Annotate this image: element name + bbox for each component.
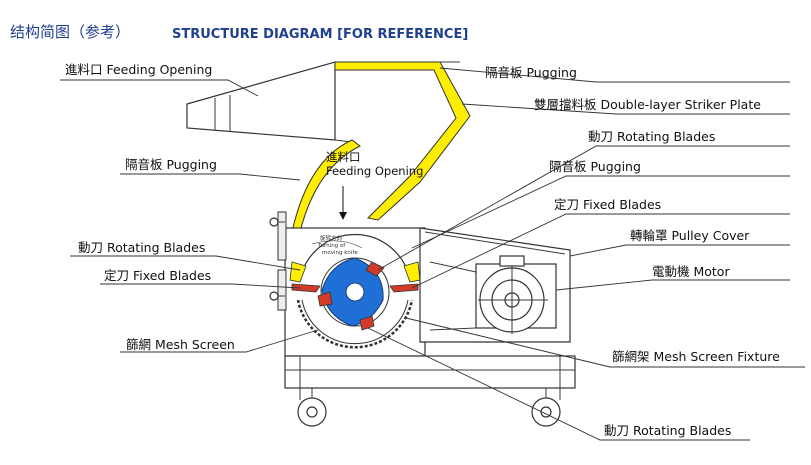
label-fixed-blades-right: 定刀 Fixed Blades bbox=[554, 197, 661, 212]
label-mesh-screen: 篩網 Mesh Screen bbox=[126, 337, 235, 352]
title-chinese: 结构简图（参考） bbox=[10, 23, 130, 41]
rotating-blade-3 bbox=[359, 315, 375, 331]
rotation-note-en2: moving knife bbox=[322, 250, 358, 256]
rotating-blade-2 bbox=[317, 291, 333, 307]
mesh-screen-arc bbox=[296, 299, 414, 349]
fixed-blade-left bbox=[291, 283, 321, 293]
label-mesh-screen-fixture: 篩網架 Mesh Screen Fixture bbox=[612, 349, 780, 364]
label-fixed-blades-left: 定刀 Fixed Blades bbox=[104, 268, 211, 283]
label-rotating-blades-right: 動刀 Rotating Blades bbox=[588, 129, 715, 144]
label-rotating-blades-bottom: 動刀 Rotating Blades bbox=[604, 423, 731, 438]
rotation-note-cn: 旋转方向 bbox=[320, 234, 342, 242]
label-pugging-top-right: 隔音板 Pugging bbox=[485, 65, 577, 80]
leader-lines bbox=[60, 67, 805, 441]
motor-drawing bbox=[429, 255, 557, 334]
label-pugging-left: 隔音板 Pugging bbox=[125, 157, 217, 172]
label-motor: 電動機 Motor bbox=[652, 264, 730, 279]
inner-feed-arrow bbox=[339, 186, 347, 220]
fixed-blade-right bbox=[389, 283, 419, 293]
label-pugging-right: 隔音板 Pugging bbox=[549, 159, 641, 174]
caster-wheel-right bbox=[531, 388, 561, 427]
pugging-inner-left bbox=[289, 261, 307, 283]
inner-feed-label-cn: 進料口 bbox=[326, 150, 361, 164]
inner-feed-label-en: Feeding Opening bbox=[326, 164, 423, 178]
feed-hopper bbox=[186, 61, 460, 143]
rotor bbox=[320, 257, 390, 327]
striker-plate-pugging bbox=[334, 61, 471, 221]
rotation-note-en: Turning of bbox=[317, 243, 346, 249]
label-rotating-blades-left: 動刀 Rotating Blades bbox=[78, 240, 205, 255]
label-feeding-opening: 進料口 Feeding Opening bbox=[65, 62, 212, 77]
label-pulley-cover: 轉輪罩 Pulley Cover bbox=[630, 228, 750, 243]
title-english: STRUCTURE DIAGRAM [FOR REFERENCE] bbox=[172, 27, 468, 42]
caster-wheel-left bbox=[297, 388, 327, 427]
rotating-blade-1 bbox=[365, 261, 385, 277]
label-striker-plate: 雙層擋料板 Double-layer Striker Plate bbox=[534, 97, 761, 112]
